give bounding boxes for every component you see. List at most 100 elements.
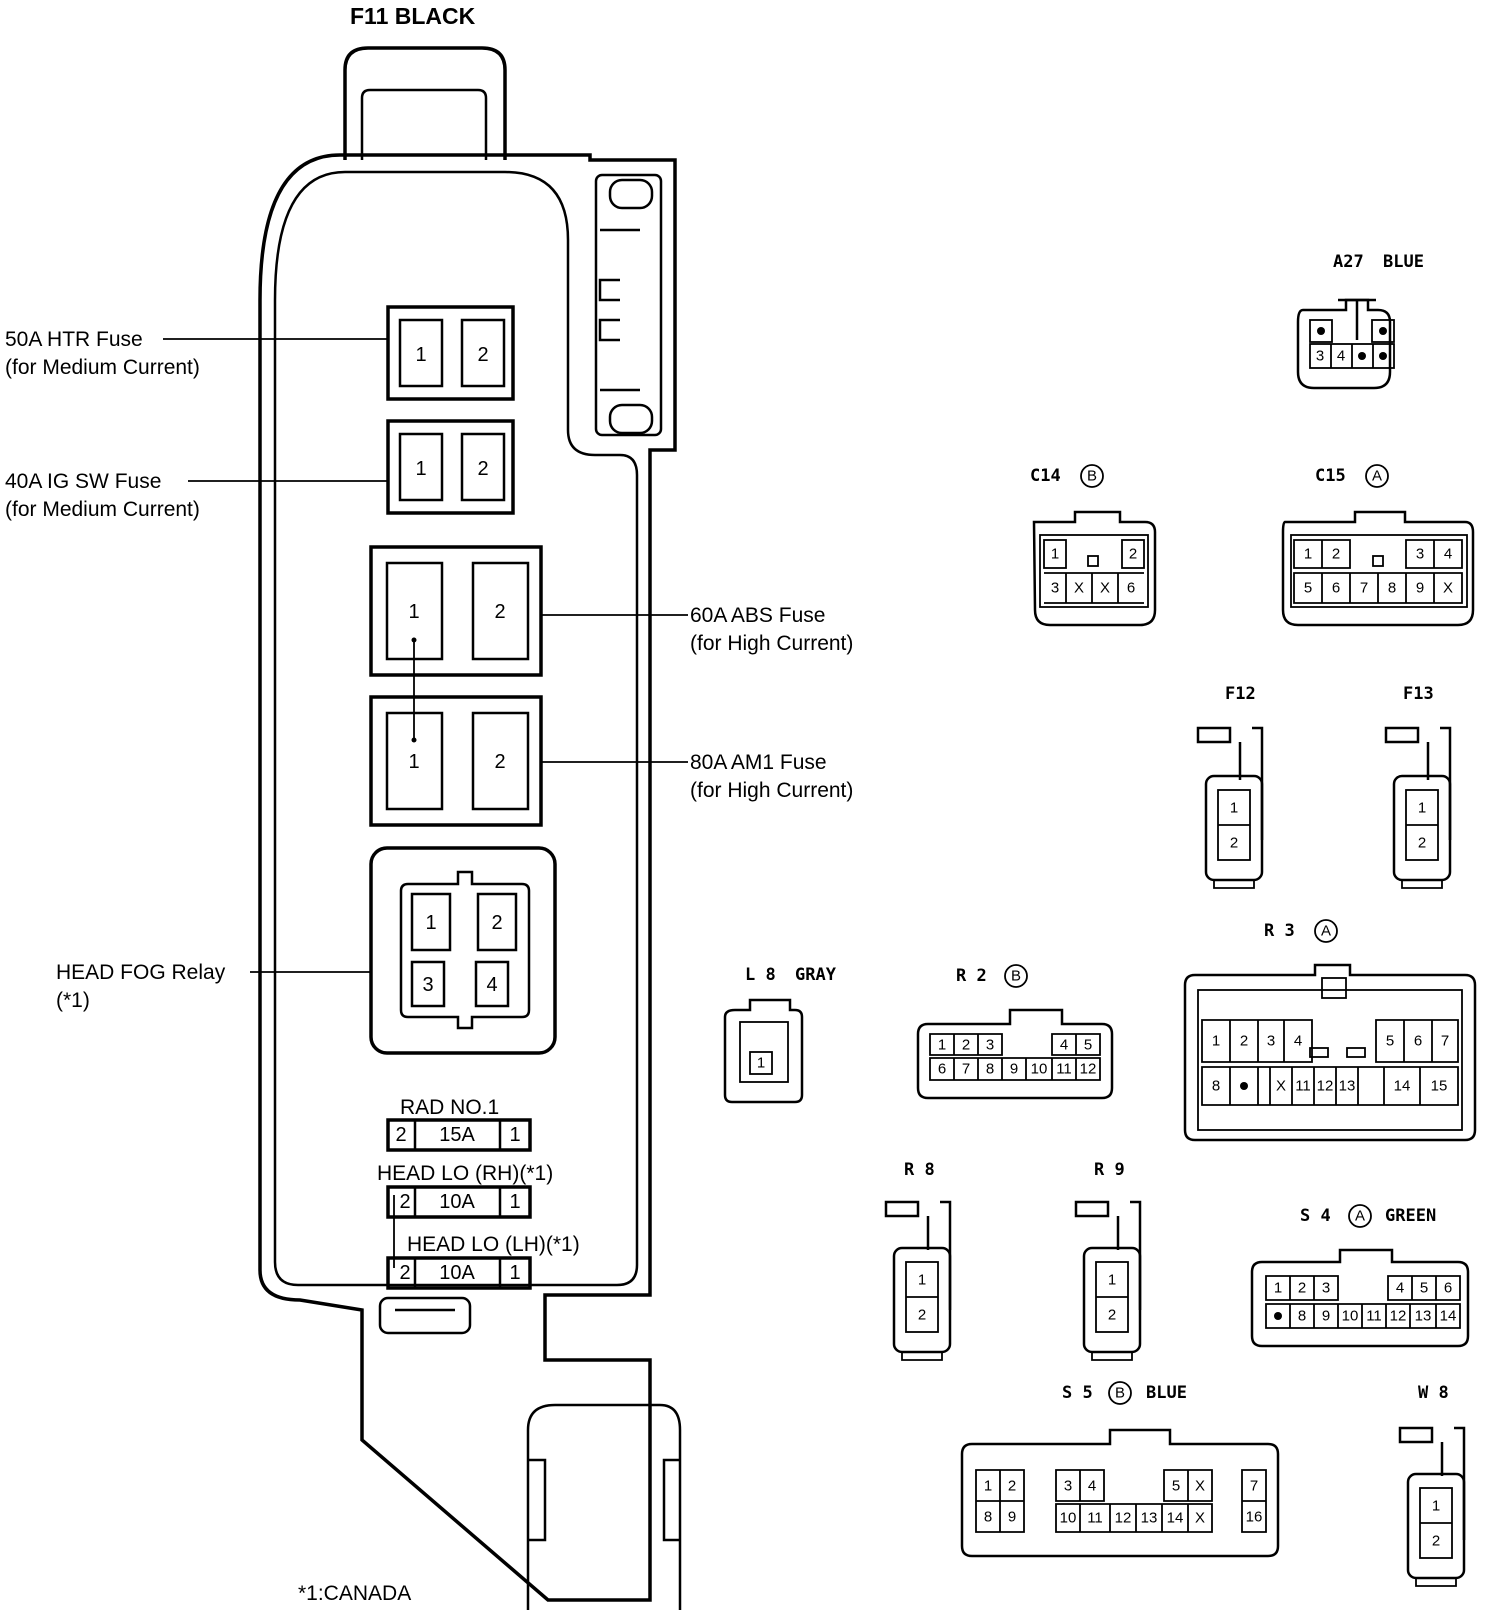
connector-pin: 4: [1337, 348, 1345, 365]
connector-pin: 13: [1141, 1510, 1158, 1527]
connector-pin: 2: [1432, 1533, 1440, 1550]
connector-pin: 8: [986, 1061, 994, 1078]
connector-pin: 15: [1431, 1078, 1448, 1095]
connector-pin: 12: [1115, 1510, 1132, 1527]
connector-pin: 1: [938, 1037, 946, 1054]
mini-fuse-left-pin: 2: [399, 1191, 410, 1213]
igsw-fuse-label: 40A IG SW Fuse: [5, 470, 161, 493]
fog-relay-sublabel: (*1): [56, 989, 90, 1012]
connector-pin: 2: [1129, 546, 1137, 563]
connector-pin: 11: [1056, 1061, 1072, 1078]
connector-pin: 3: [1064, 1478, 1072, 1495]
mini-fuse-left-pin: 2: [395, 1124, 406, 1146]
connector-pin: 2: [962, 1037, 970, 1054]
connector-pin: 5: [1172, 1478, 1180, 1495]
connector-pin: 6: [1414, 1033, 1422, 1050]
connector-pin: X: [1100, 580, 1110, 597]
connector-pin: 2: [1418, 835, 1426, 852]
connector-pin: 1: [918, 1272, 926, 1289]
connector-pin: 4: [1088, 1478, 1096, 1495]
connector-name: W 8: [1418, 1383, 1449, 1403]
connector-pin: 8: [1388, 580, 1396, 597]
connector-badge: B: [1011, 968, 1021, 985]
connector-s4: S 4 A GREEN 1 2 3 4 5 6 8 9 10 11 12 13 …: [1250, 1204, 1470, 1348]
fog-relay-label: HEAD FOG Relay: [56, 961, 226, 984]
mini-fuse-name: RAD NO.1: [400, 1096, 499, 1119]
connector-pin: 1: [1051, 546, 1059, 563]
connector-a27: A27 BLUE 3 4: [1296, 252, 1424, 390]
connector-r3: R 3 A 1 2 3 4 5 6 7 8 X 11 12 13 14 15: [1183, 919, 1477, 1142]
relay-pin-2: 2: [491, 912, 502, 934]
connector-pin: 3: [1051, 580, 1059, 597]
connector-pin: 1: [1108, 1272, 1116, 1289]
relay-pin-3: 3: [422, 974, 433, 996]
connector-pin: 1: [1212, 1033, 1220, 1050]
connector-name: R 8: [904, 1160, 935, 1180]
connector-badge: A: [1372, 468, 1382, 485]
connector-pin: 7: [1250, 1478, 1258, 1495]
abs-fuse-label: 60A ABS Fuse: [690, 604, 825, 627]
connector-pin: 11: [1295, 1078, 1311, 1095]
diagram-title: F11 BLACK: [350, 3, 476, 29]
mini-fuse-rating: 10A: [439, 1191, 475, 1213]
connector-name: F13: [1403, 684, 1434, 704]
abs-pin-2: 2: [494, 601, 505, 623]
abs-fuse-sublabel: (for High Current): [690, 632, 853, 655]
igsw-fuse-slot: 1 2: [386, 419, 515, 515]
connector-name: F12: [1225, 684, 1256, 704]
igsw-pin-2: 2: [477, 458, 488, 480]
connector-l8: L 8 GRAY 1: [723, 965, 837, 1104]
connector-pin: 11: [1087, 1510, 1103, 1527]
mini-fuse-head-lo-rh: HEAD LO (RH)(*1) 2 10A 1: [377, 1162, 553, 1219]
connector-color: GRAY: [795, 965, 837, 985]
connector-pin: 1: [1432, 1498, 1440, 1515]
connector-c15: C15 A 1 2 3 4 5 6 7 8 9 X: [1281, 464, 1475, 627]
am1-fuse-slot: 1 2: [369, 637, 543, 827]
connector-pin: 2: [1332, 546, 1340, 563]
relay-pin-1: 1: [425, 912, 436, 934]
connector-pin: 10: [1342, 1308, 1359, 1325]
footnote: *1:CANADA: [298, 1582, 411, 1605]
mini-fuse-rating: 15A: [439, 1124, 475, 1146]
connector-pin: 7: [1360, 580, 1368, 597]
connector-badge: A: [1321, 923, 1331, 940]
connector-pin: 2: [1008, 1478, 1016, 1495]
connector-pin: 1: [1230, 800, 1238, 817]
mini-fuse-name: HEAD LO (RH)(*1): [377, 1162, 553, 1185]
connector-pin: 8: [984, 1509, 992, 1526]
connector-pin: X: [1443, 580, 1453, 597]
connector-name: R 2: [956, 966, 987, 986]
connector-pin: 13: [1339, 1078, 1356, 1095]
igsw-fuse-sublabel: (for Medium Current): [5, 498, 200, 521]
connector-pin: 3: [1267, 1033, 1275, 1050]
connector-pin: 14: [1394, 1078, 1411, 1095]
connector-pin: 2: [918, 1307, 926, 1324]
abs-pin-1: 1: [408, 601, 419, 623]
connector-pin: 6: [1332, 580, 1340, 597]
igsw-pin-1: 1: [415, 458, 426, 480]
connector-pin: 2: [1240, 1033, 1248, 1050]
connector-s5: S 5 B BLUE 1 2 8 9 3 4 5 X 10 11 12 13 1…: [960, 1381, 1280, 1558]
connector-pin: 3: [1416, 546, 1424, 563]
connector-badge: B: [1115, 1385, 1125, 1402]
connector-name: C15: [1315, 466, 1346, 486]
am1-fuse-label: 80A AM1 Fuse: [690, 751, 827, 774]
connector-pin: 12: [1317, 1078, 1334, 1095]
htr-pin-2: 2: [477, 344, 488, 366]
connector-pin: 12: [1080, 1061, 1097, 1078]
connector-pin: 5: [1304, 580, 1312, 597]
mini-fuse-right-pin: 1: [509, 1191, 520, 1213]
connector-pin: X: [1195, 1478, 1205, 1495]
connector-color: BLUE: [1383, 252, 1424, 272]
mini-fuse-rating: 10A: [439, 1262, 475, 1284]
htr-fuse-label: 50A HTR Fuse: [5, 328, 143, 351]
connector-r2: R 2 B 1 2 3 4 5 6 7 8 9 10 11 12: [916, 964, 1114, 1100]
htr-pin-1: 1: [415, 344, 426, 366]
am1-pin-2: 2: [494, 751, 505, 773]
connector-pin: 1: [1304, 546, 1312, 563]
mini-fuse-right-pin: 1: [509, 1262, 520, 1284]
connector-name: S 4: [1300, 1206, 1331, 1226]
connector-badge: B: [1087, 468, 1097, 485]
connector-pin: 2: [1230, 835, 1238, 852]
